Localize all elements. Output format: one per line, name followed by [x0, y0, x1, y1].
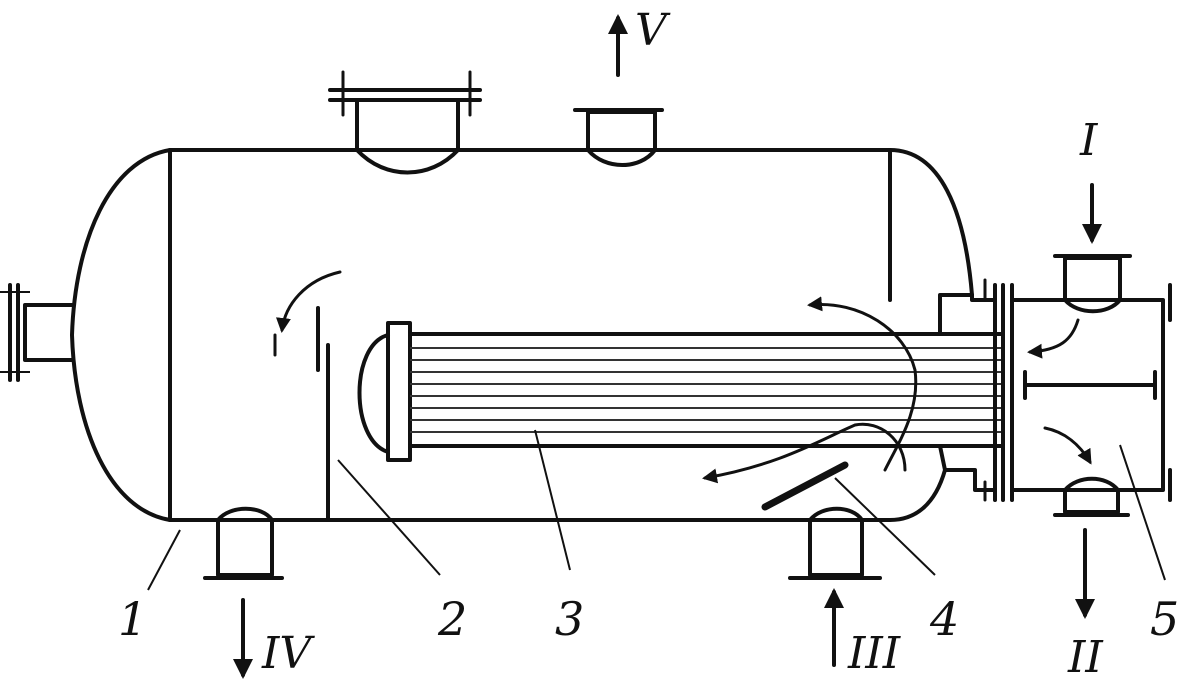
overflow-weir: [316, 306, 330, 522]
deflector-plate: [761, 461, 849, 511]
bottom-nozzle-left: [203, 506, 284, 679]
stream-label-V: V: [635, 5, 671, 56]
vapour-outlet-nozzle: [573, 14, 664, 167]
flow-arrows: [273, 270, 1092, 484]
stream-label-I: I: [1079, 115, 1099, 166]
channel-outlet-nozzle: [1053, 476, 1130, 619]
stream-label-III: III: [847, 628, 902, 679]
vessel-shell: [70, 148, 974, 522]
leader-lines: [147, 429, 1166, 591]
part-label-5: 5: [1150, 592, 1179, 646]
tube-bundle: [357, 321, 1005, 462]
shell-neck: [938, 278, 1005, 502]
top-flanged-nozzle: [328, 70, 482, 175]
part-label-4: 4: [929, 592, 959, 646]
channel-inlet-nozzle: [1053, 183, 1132, 314]
left-nozzle: [0, 283, 74, 382]
part-label-3: 3: [555, 592, 584, 646]
bottom-nozzle-right: [788, 506, 882, 667]
part-label-2: 2: [437, 592, 467, 646]
stream-label-II: II: [1067, 632, 1104, 680]
stream-label-IV: IV: [261, 628, 315, 679]
channel-head: [1010, 283, 1172, 502]
part-label-1: 1: [118, 592, 147, 646]
